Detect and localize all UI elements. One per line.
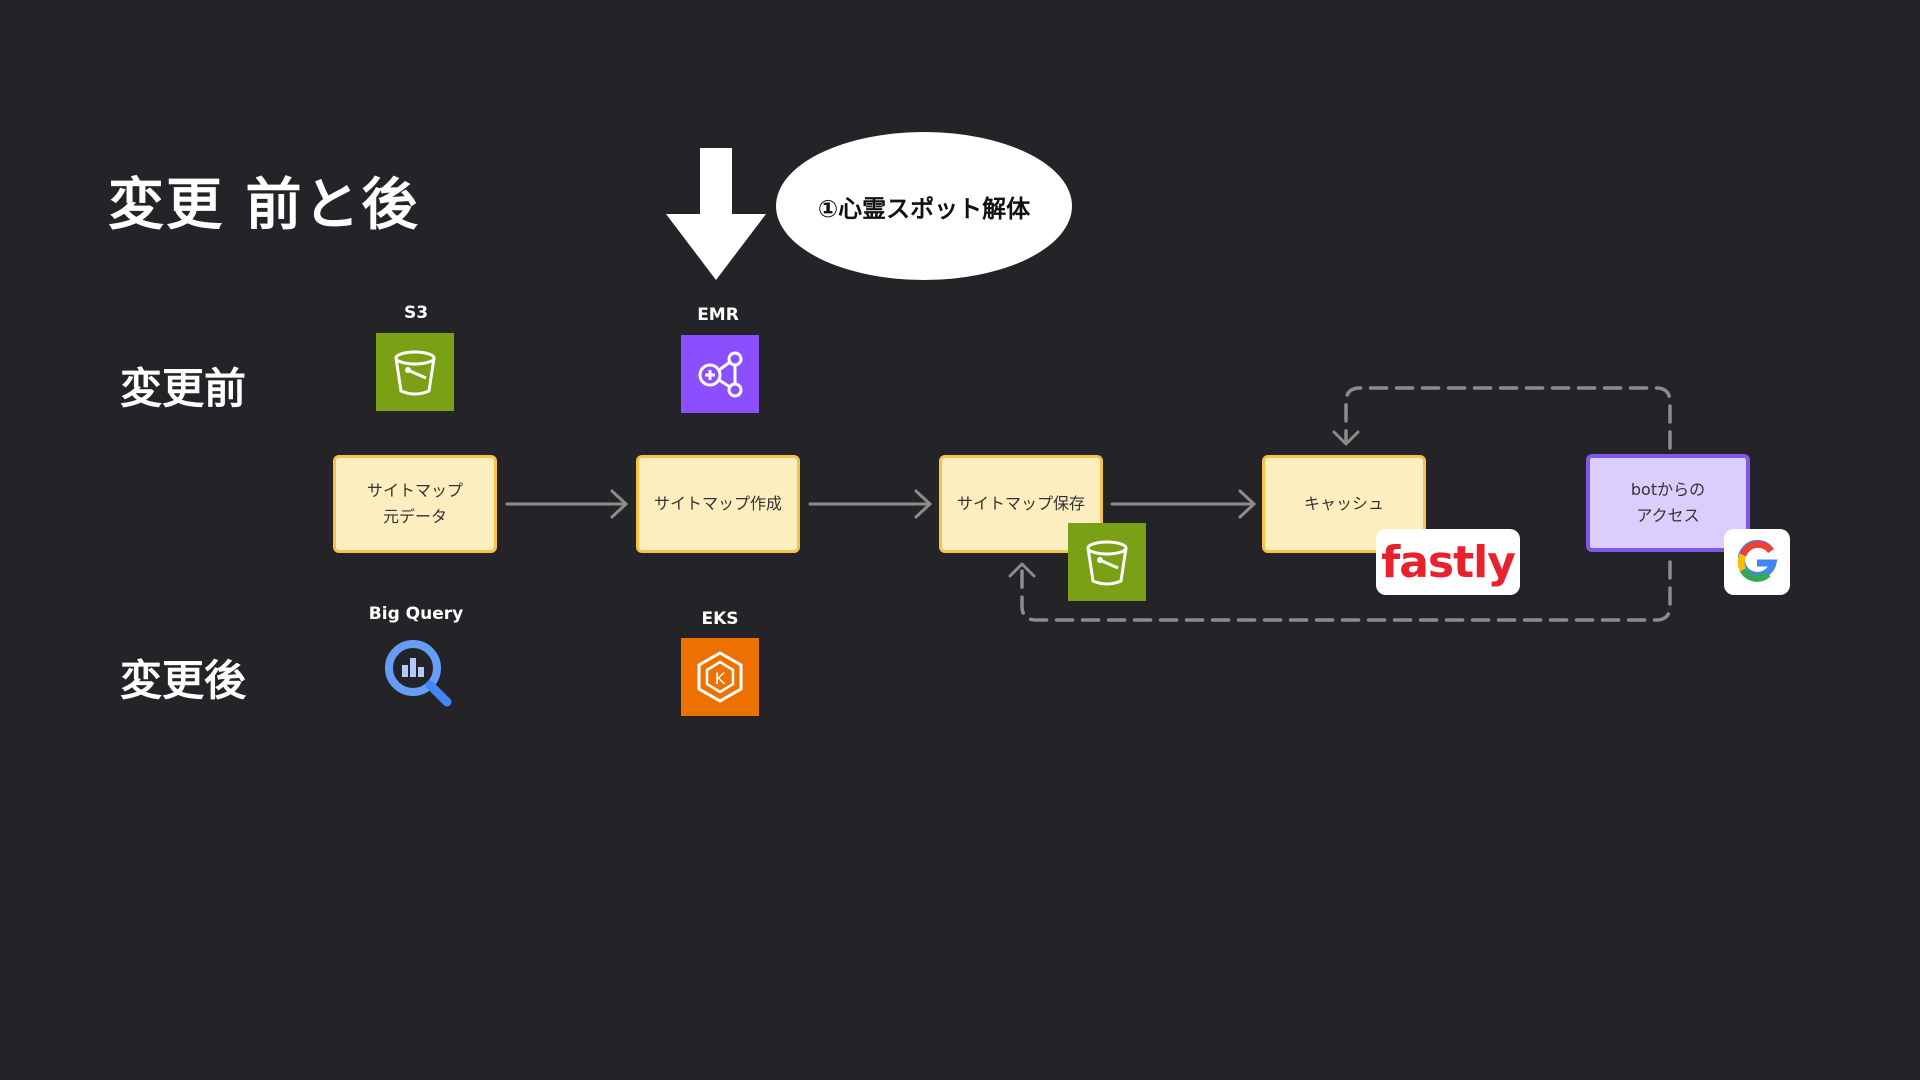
fastly-logo: fastly xyxy=(1376,529,1520,595)
eks-icon: K xyxy=(681,638,759,716)
s3-bucket-icon xyxy=(376,333,454,411)
eks-label: EKS xyxy=(701,609,739,629)
node-bot-access: botからのアクセス xyxy=(1586,454,1750,552)
down-arrow xyxy=(666,148,766,280)
node-bot-access-line1: botからの xyxy=(1630,480,1706,499)
node-sitemap-create: サイトマップ作成 xyxy=(636,455,800,553)
s3-label: S3 xyxy=(403,303,429,323)
bigquery-label: Big Query xyxy=(368,604,464,624)
emr-label: EMR xyxy=(697,305,739,325)
node-sitemap-source: サイトマップ元データ xyxy=(333,455,497,553)
bigquery-icon xyxy=(378,633,456,711)
svg-text:K: K xyxy=(715,669,726,688)
emr-icon xyxy=(681,335,759,413)
node-sitemap-source-line1: サイトマップ xyxy=(366,481,463,500)
row-label-before: 変更前 xyxy=(120,364,247,413)
node-bot-access-line2: アクセス xyxy=(1636,506,1700,525)
s3-bucket-icon xyxy=(1068,523,1146,601)
node-sitemap-source-line2: 元データ xyxy=(382,507,447,526)
callout-bubble: ①心霊スポット解体 xyxy=(776,132,1072,280)
page-title: 変更 前と後 xyxy=(108,173,420,238)
google-g-icon xyxy=(1724,529,1790,595)
row-label-after: 変更後 xyxy=(120,656,247,705)
